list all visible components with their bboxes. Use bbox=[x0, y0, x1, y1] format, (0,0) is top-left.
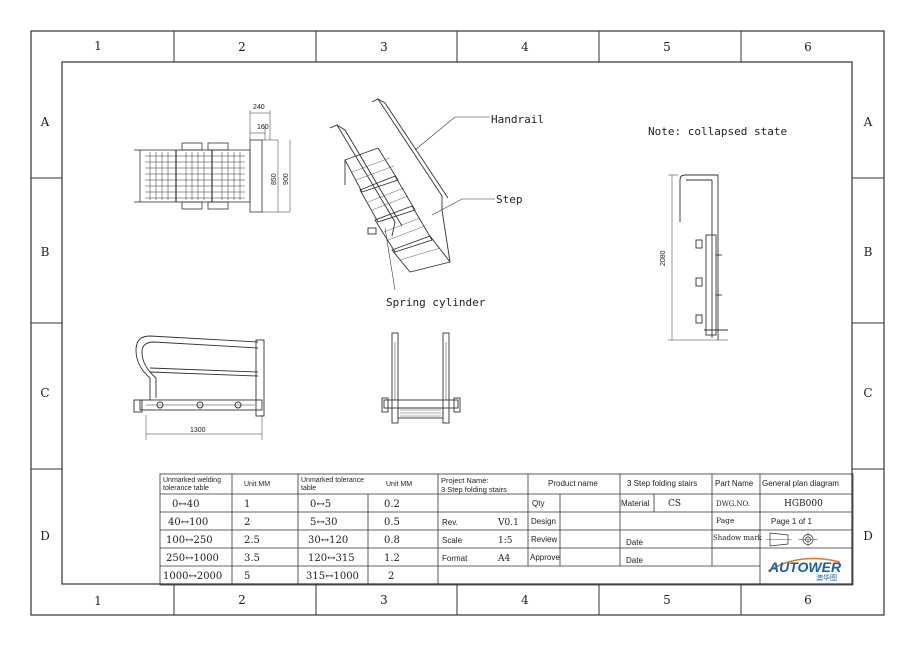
project-name: 3 Step folding stairs bbox=[441, 485, 507, 494]
zone-row-b-right: B bbox=[864, 245, 873, 259]
logo-text: AUTOWER bbox=[768, 559, 842, 575]
review-label: Review bbox=[531, 535, 557, 544]
tol-range-4: 120↔315 bbox=[308, 553, 355, 564]
tol-value-3: 0.8 bbox=[384, 535, 400, 546]
dim-900: 900 bbox=[283, 173, 290, 185]
collapsed-view bbox=[668, 174, 728, 341]
zone-col-3-bottom: 3 bbox=[380, 593, 388, 607]
title-block-grid bbox=[159, 473, 854, 586]
weld-range-5: 1000↔2000 bbox=[163, 571, 222, 582]
dwg-number: HGB000 bbox=[784, 499, 823, 509]
rev-value: V0.1 bbox=[497, 518, 519, 528]
weld-header-1: Unmarked welding bbox=[163, 477, 221, 484]
project-label: Project Name: bbox=[441, 476, 489, 485]
side-view bbox=[133, 335, 265, 440]
weld-value-5: 5 bbox=[244, 571, 250, 582]
weld-header-2: tolerance table bbox=[163, 485, 209, 492]
tol-range-5: 315↔1000 bbox=[306, 571, 359, 582]
logo-subtext: 澳华图 bbox=[816, 573, 837, 582]
zone-row-d: D bbox=[40, 529, 50, 543]
zone-row-a-right: A bbox=[863, 115, 873, 129]
zone-row-b: B bbox=[41, 245, 50, 259]
zone-col-1-bottom: 1 bbox=[94, 594, 102, 608]
format-value: A4 bbox=[497, 554, 510, 564]
weld-value-4: 3.5 bbox=[244, 553, 260, 564]
leader-lines bbox=[384, 116, 495, 291]
part-name: General plan diagram bbox=[762, 479, 839, 488]
dwg-label: DWG.NO. bbox=[716, 500, 750, 508]
zone-col-4-bottom: 4 bbox=[521, 593, 529, 607]
scale-value: 1:5 bbox=[498, 536, 513, 546]
product-name: 3 Step folding stairs bbox=[627, 479, 697, 488]
zone-col-1: 1 bbox=[94, 39, 102, 53]
material-value: CS bbox=[668, 499, 681, 509]
tol-value-2: 0.5 bbox=[384, 517, 400, 528]
tol-value-1: 0.2 bbox=[384, 499, 400, 510]
page-value: Page 1 of 1 bbox=[771, 517, 812, 526]
autower-logo: AUTOWER 澳华图 bbox=[767, 557, 842, 582]
zone-col-6: 6 bbox=[804, 40, 812, 54]
approve-label: Approve bbox=[530, 553, 560, 562]
top-view bbox=[134, 110, 291, 213]
zone-row-c-right: C bbox=[863, 386, 872, 400]
material-label: Material bbox=[621, 499, 650, 508]
page-label: Page bbox=[716, 516, 735, 525]
zone-ticks bbox=[31, 31, 884, 615]
zone-labels: 1 2 3 4 5 6 1 2 3 4 5 6 A B C D A B C D bbox=[40, 39, 873, 608]
drawing-info: Project Name: 3 Step folding stairs Prod… bbox=[441, 476, 839, 565]
weld-range-2: 40↔100 bbox=[168, 517, 208, 528]
date-label-1: Date bbox=[626, 538, 643, 547]
rev-label: Rev. bbox=[442, 518, 458, 527]
label-spring-cylinder: Spring cylinder bbox=[386, 296, 486, 309]
outer-border bbox=[30, 30, 885, 616]
zone-row-c: C bbox=[40, 386, 49, 400]
zone-row-a: A bbox=[40, 115, 50, 129]
dim-2080: 2080 bbox=[660, 250, 667, 266]
zone-col-2: 2 bbox=[238, 40, 246, 54]
projection-symbol-icon bbox=[766, 532, 818, 547]
zone-col-4: 4 bbox=[521, 40, 529, 54]
part-name-label: Part Name bbox=[715, 479, 754, 488]
weld-unit: Unit MM bbox=[244, 481, 270, 488]
shadow-mark-label: Shadow mark bbox=[713, 534, 763, 542]
tol-range-1: 0↔5 bbox=[310, 499, 331, 510]
zone-row-d-right: D bbox=[863, 529, 873, 543]
tol-unit: Unit MM bbox=[386, 481, 412, 488]
weld-tolerance-table: Unmarked welding tolerance table Unit MM… bbox=[163, 477, 270, 582]
product-name-label: Product name bbox=[548, 479, 598, 488]
zone-col-3: 3 bbox=[380, 40, 388, 54]
tol-value-4: 1.2 bbox=[384, 553, 400, 564]
label-handrail: Handrail bbox=[491, 113, 544, 126]
dim-850: 850 bbox=[271, 173, 278, 185]
dim-160: 160 bbox=[257, 124, 269, 131]
weld-range-3: 100↔250 bbox=[166, 535, 213, 546]
tol-range-2: 5↔30 bbox=[310, 517, 337, 528]
format-label: Format bbox=[442, 554, 468, 563]
qty-label: Qty bbox=[532, 499, 544, 508]
tol-header-2: table bbox=[301, 485, 316, 492]
zone-col-6-bottom: 6 bbox=[804, 593, 812, 607]
zone-col-5-bottom: 5 bbox=[663, 593, 671, 607]
scale-label: Scale bbox=[442, 536, 463, 545]
date-label-2: Date bbox=[626, 556, 643, 565]
weld-range-1: 0↔40 bbox=[172, 499, 199, 510]
dim-1300: 1300 bbox=[190, 427, 206, 434]
isometric-view bbox=[329, 98, 451, 273]
tol-value-5: 2 bbox=[388, 571, 394, 582]
weld-value-2: 2 bbox=[244, 517, 250, 528]
design-label: Design bbox=[531, 517, 556, 526]
zone-col-5: 5 bbox=[663, 40, 671, 54]
general-tolerance-table: Unmarked tolerance table Unit MM 0↔5 5↔3… bbox=[301, 477, 412, 582]
dim-240: 240 bbox=[253, 104, 265, 111]
weld-value-3: 2.5 bbox=[244, 535, 260, 546]
front-view bbox=[381, 332, 461, 424]
zone-col-2-bottom: 2 bbox=[238, 593, 246, 607]
weld-value-1: 1 bbox=[244, 499, 250, 510]
tol-header-1: Unmarked tolerance bbox=[301, 477, 364, 484]
label-step: Step bbox=[496, 193, 523, 206]
note-collapsed-state: Note: collapsed state bbox=[648, 125, 787, 138]
tol-range-3: 30↔120 bbox=[308, 535, 348, 546]
weld-range-4: 250↔1000 bbox=[166, 553, 219, 564]
